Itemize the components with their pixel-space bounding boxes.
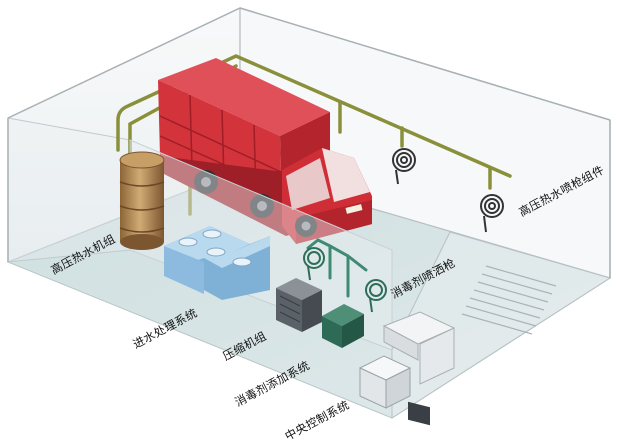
louver-vent [461,265,557,335]
disinfectant-pipework [306,238,368,298]
disinfectant-dosing-unit [322,304,364,348]
water-treatment-tanks [164,226,270,300]
hot-water-hose-reel-icon [392,148,504,233]
control-desk [382,311,456,426]
disinfectant-hose-reel-icon [303,247,387,313]
compressor-unit [276,278,322,332]
truck [158,58,372,244]
control-cabinet [358,355,412,409]
hot-water-boiler-unit [119,151,165,250]
